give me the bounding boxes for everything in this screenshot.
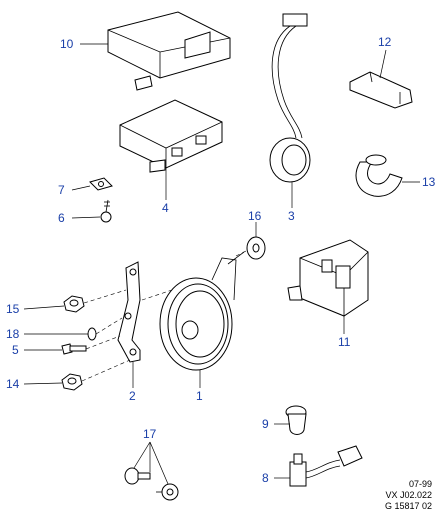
- footer-ref: VX J02.022: [385, 490, 432, 500]
- part-clip-nut: [89, 177, 113, 191]
- callout-10: 10: [60, 37, 74, 51]
- part-screw: [100, 199, 112, 223]
- callout-7: 7: [58, 183, 65, 197]
- callout-15: 15: [6, 302, 20, 316]
- callout-labels: 10 4 7 6 3 12 13 16 11 15 18 5 14 2 1 9 …: [6, 35, 436, 485]
- callout-2: 2: [129, 389, 136, 403]
- callout-8: 8: [262, 471, 269, 485]
- diagram-reference-block: 07-99 VX J02.022 G 15817 02: [385, 479, 432, 512]
- part-bolt: [61, 343, 87, 355]
- part-nut-lower: [61, 373, 83, 391]
- callout-11: 11: [338, 335, 351, 349]
- leader-lines: [23, 43, 420, 485]
- callout-18: 18: [6, 327, 20, 341]
- part-clip: [355, 154, 403, 197]
- part-sensor-ring: [269, 13, 311, 183]
- part-nut-upper: [63, 295, 85, 313]
- part-harness-connector: [289, 445, 363, 487]
- callout-14: 14: [6, 377, 20, 391]
- callout-16: 16: [248, 209, 262, 223]
- footer-date: 07-99: [408, 479, 432, 489]
- callout-3: 3: [288, 209, 295, 223]
- callout-17: 17: [143, 427, 157, 441]
- part-fastener-pair: [124, 467, 179, 501]
- part-control-module: [119, 99, 223, 173]
- callout-13: 13: [422, 175, 436, 189]
- part-spring-washer: [87, 327, 97, 341]
- part-grommet: [285, 405, 307, 435]
- part-horn: [159, 251, 245, 371]
- callout-1: 1: [196, 389, 203, 403]
- part-clip-bracket: [349, 71, 413, 109]
- callout-6: 6: [58, 211, 65, 225]
- part-horn-bracket: [117, 261, 141, 363]
- callout-5: 5: [12, 343, 19, 357]
- part-cover-bracket: [107, 11, 231, 91]
- callout-9: 9: [262, 417, 269, 431]
- callout-4: 4: [162, 201, 169, 215]
- callout-12: 12: [378, 35, 392, 49]
- part-washer: [246, 236, 266, 260]
- part-sounder-unit: [287, 239, 369, 317]
- assembly-lines: [81, 249, 249, 382]
- footer-code: G 15817 02: [384, 501, 432, 511]
